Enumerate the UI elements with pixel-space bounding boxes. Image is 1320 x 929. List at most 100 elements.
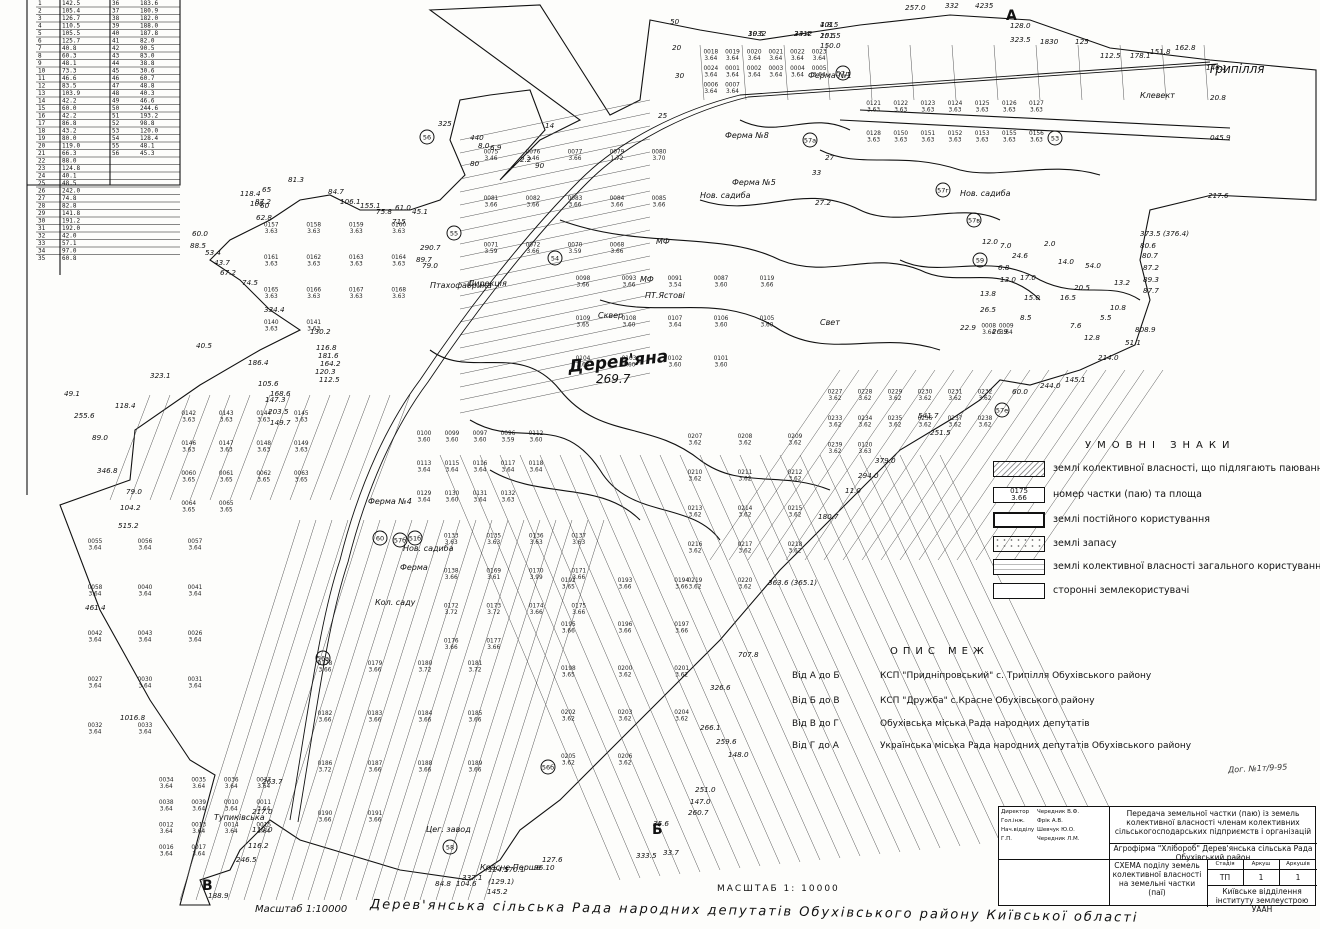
parcel-area: 3.66: [527, 203, 540, 209]
dimension-label: 323.1: [150, 371, 171, 380]
place-label: Дирекція: [467, 279, 507, 288]
table-index: 35: [38, 255, 46, 262]
dimension-label: 20.8: [1210, 93, 1226, 102]
parcel-strip-line: [459, 229, 651, 271]
parcel-area: 3.65: [577, 323, 590, 329]
parcel-area: 3.72: [419, 668, 432, 674]
parcel-number: 0220: [738, 578, 753, 584]
dimension-label: 214.0: [1098, 353, 1119, 362]
parcel-area: 3.62: [919, 396, 932, 402]
parcel-strip-line: [339, 519, 461, 901]
parcel-strip-line: [459, 112, 651, 154]
tb-role: Гол.інж.: [1001, 818, 1025, 824]
dimension-label: 116.2: [248, 841, 269, 850]
parcel-strip-line: [559, 454, 741, 869]
parcel-strip-line: [479, 454, 661, 877]
table-value: 66.3: [62, 150, 77, 157]
parcel-number: 0173: [486, 604, 501, 610]
dimension-label: 149.7: [270, 418, 291, 427]
parcel-number: 0238: [978, 416, 993, 422]
table-value: 38.8: [140, 60, 155, 67]
dimension-label: 90: [535, 161, 545, 170]
parcel-number: 0091: [668, 276, 683, 282]
parcel-strip-line: [467, 519, 589, 901]
dimension-label: 118.4: [115, 401, 136, 410]
parcel-area: 3.64: [192, 806, 205, 812]
code-circle: [407, 530, 423, 546]
parcel-number: 0037: [256, 777, 271, 783]
dimension-label: 188.9: [208, 891, 229, 900]
table-value: 126.7: [62, 15, 80, 22]
parcel-area: 3.66: [485, 203, 498, 209]
parcel-strip-line: [403, 519, 525, 901]
table-value: 110.5: [62, 23, 80, 30]
parcel-number: 0235: [888, 416, 903, 422]
parcel-area: 3.64: [192, 829, 205, 835]
parcel-area: 3.66: [653, 203, 666, 209]
dimension-label: 53.4: [205, 248, 221, 257]
parcel-area: 3.72: [487, 610, 500, 616]
table-index: 27: [38, 195, 46, 202]
parcel-area: 3.63: [295, 448, 308, 454]
parcel-area: 3.59: [569, 249, 582, 255]
place-label: Ферма №4: [368, 497, 412, 506]
parcel-area: 3.66: [319, 818, 332, 824]
parcel-strip-line: [709, 369, 841, 561]
parcel-number: 0164: [391, 255, 406, 261]
parcel-number: 0034: [159, 777, 174, 783]
legend-row-permanent: землі постійного користування: [993, 512, 1320, 530]
parcel-strip-line: [739, 454, 921, 851]
parcel-number: 0020: [747, 49, 762, 55]
table-value: 82.0: [140, 38, 155, 45]
table-index: 32: [38, 233, 46, 240]
legend-label: землі колективної власності загального к…: [1053, 561, 1320, 572]
parcel-area: 3.66: [577, 363, 590, 369]
table-value: 48.8: [140, 83, 155, 90]
parcel-number: 0145: [294, 411, 309, 417]
parcel-area: 3.60: [761, 323, 774, 329]
parcel-number: 0178: [318, 661, 333, 667]
parcel-number: 0116: [473, 461, 488, 467]
parcel-area: 3.65: [562, 673, 575, 679]
parcel-number: 0192: [561, 578, 576, 584]
dimension-label: 60.0: [1012, 387, 1028, 396]
dimension-label: 346.8: [97, 466, 118, 475]
dimension-label: 87.2: [255, 197, 271, 206]
parcel-area: 3.72: [469, 668, 482, 674]
parcel-number: 0147: [219, 441, 234, 447]
parcel-strip-line: [459, 268, 651, 310]
table-index: 49: [112, 98, 120, 105]
table-index: 23: [38, 165, 46, 172]
parcel-number: 0125: [975, 101, 990, 107]
parcel-strip-line: [804, 369, 936, 561]
parcel-area: 3.63: [307, 261, 320, 267]
parcel-area: 3.63: [265, 229, 278, 235]
parcel-number: 0006: [703, 83, 718, 89]
parcel-number: 0168: [391, 287, 406, 293]
dimension-label: 112.5: [319, 375, 340, 384]
table-value: 57.1: [62, 240, 77, 247]
table-value: 40.8: [62, 45, 77, 52]
parcel-number: 0082: [526, 196, 541, 202]
